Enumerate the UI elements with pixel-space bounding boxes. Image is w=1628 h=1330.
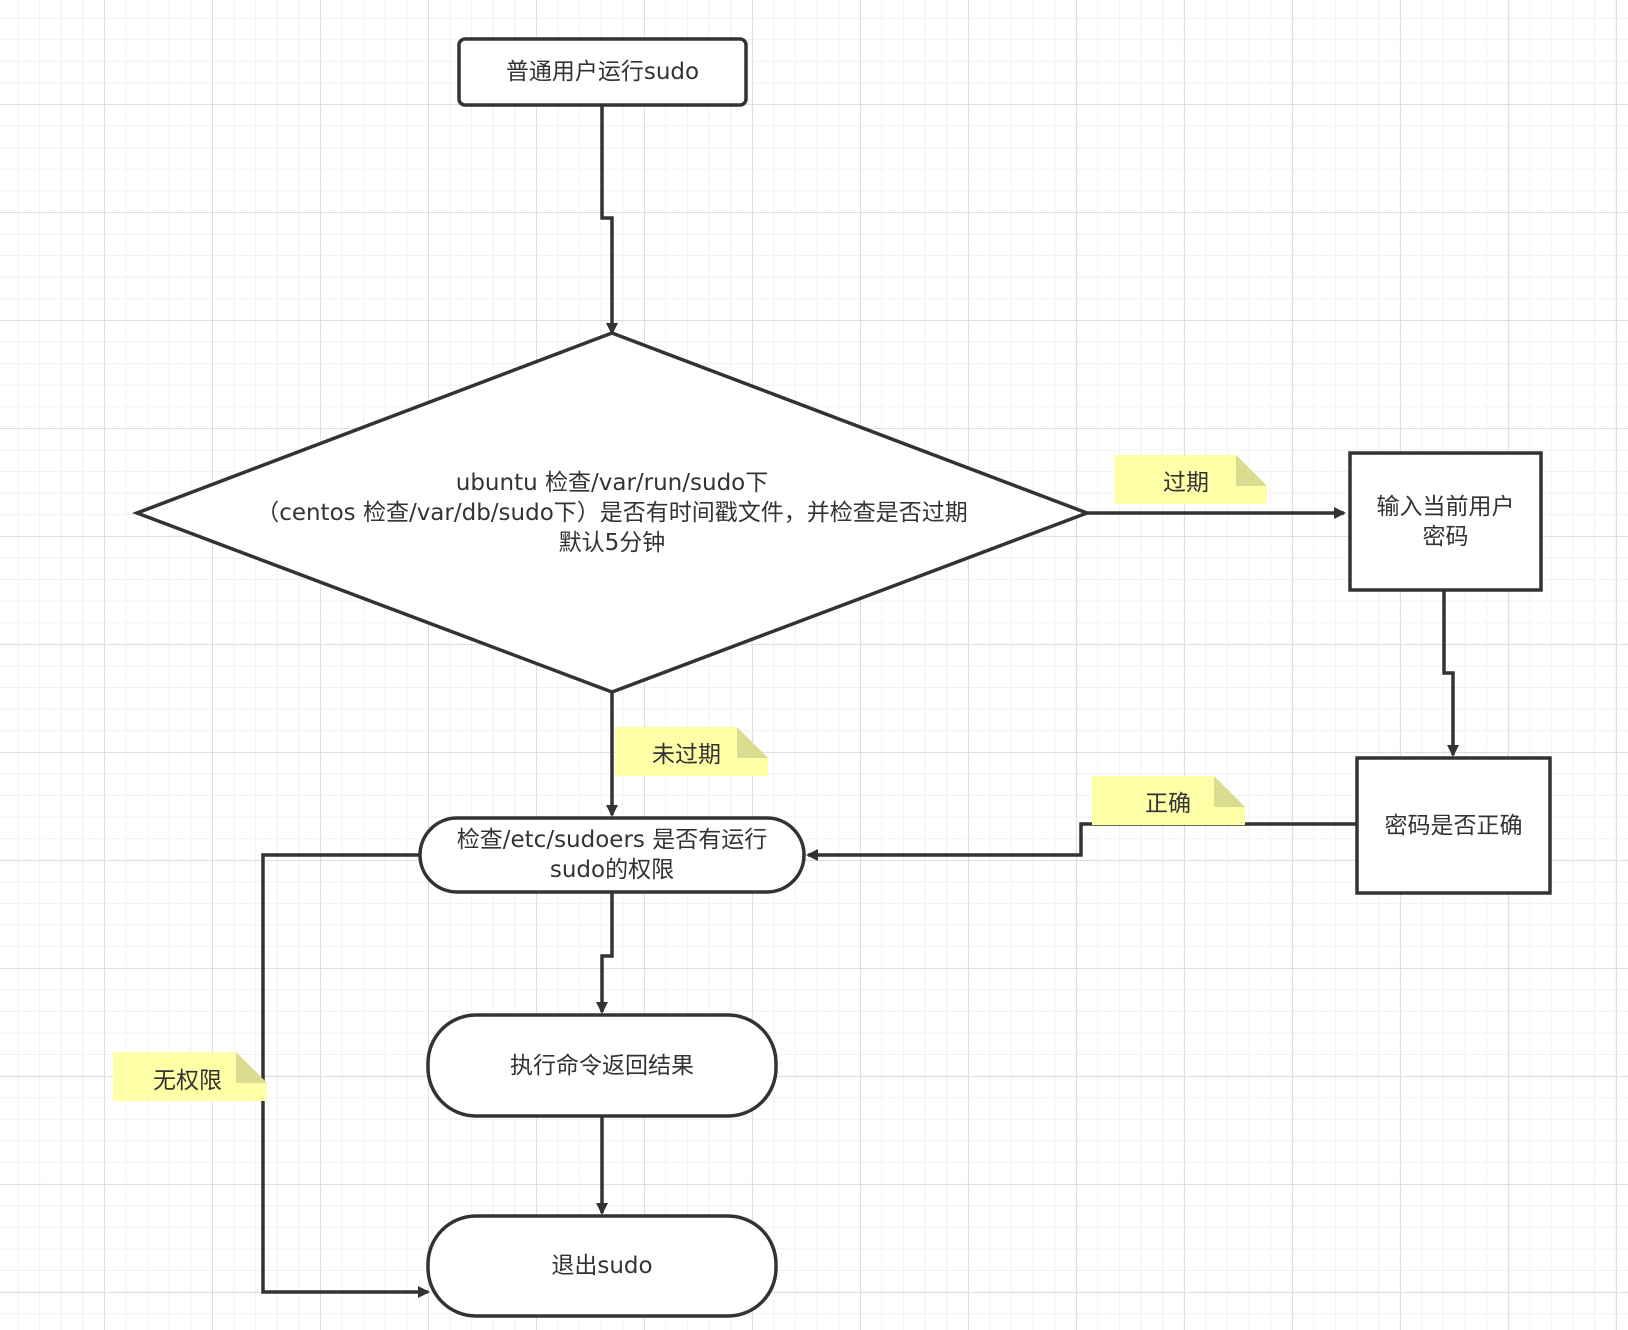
input-password-node[interactable]	[1348, 451, 1543, 592]
check-sudoers-label: 检查/etc/sudoers 是否有运行 sudo的权限	[420, 818, 804, 892]
note-correct-text: 正确	[1145, 791, 1191, 817]
edge-sudoers-to-exit	[261, 853, 430, 1298]
exit-label: 退出sudo	[428, 1216, 776, 1316]
start-node[interactable]	[457, 37, 748, 107]
start-label: 普通用户运行sudo	[459, 39, 746, 105]
note-not-expired-text: 未过期	[652, 742, 721, 768]
password-check-label: 密码是否正确	[1357, 758, 1550, 893]
check-sudoers-node[interactable]	[418, 816, 806, 894]
note-no-permission-text: 无权限	[153, 1068, 222, 1094]
check-sudoers-line1: 检查/etc/sudoers 是否有运行	[456, 827, 768, 853]
input-password-line1: 输入当前用户	[1376, 493, 1515, 520]
note-expired-text: 过期	[1163, 470, 1209, 496]
decision-node[interactable]	[132, 331, 1092, 694]
input-password-line2: 密码	[1422, 523, 1469, 550]
start-text: 普通用户运行sudo	[505, 59, 700, 85]
edge-input-to-check	[1442, 590, 1459, 757]
execute-text: 执行命令返回结果	[510, 1052, 694, 1079]
decision-label: ubuntu 检查/var/run/sudo下 （centos 检查/var/d…	[200, 465, 1024, 561]
password-check-node[interactable]	[1355, 756, 1552, 895]
note-not-expired[interactable]	[615, 727, 768, 776]
edge-start-to-decision	[600, 105, 618, 335]
exit-text: 退出sudo	[551, 1253, 653, 1279]
input-password-label: 输入当前用户 密码	[1350, 453, 1541, 590]
edge-sudoers-to-execute	[596, 892, 614, 1014]
password-check-text: 密码是否正确	[1384, 812, 1523, 839]
decision-text-line3: 默认5分钟	[558, 530, 666, 556]
decision-text-line1: ubuntu 检查/var/run/sudo下	[455, 470, 769, 496]
note-expired[interactable]	[1114, 455, 1267, 504]
check-sudoers-line2: sudo的权限	[549, 857, 675, 883]
exit-node[interactable]	[426, 1214, 778, 1318]
execute-label: 执行命令返回结果	[428, 1015, 776, 1116]
edge-check-to-sudoers	[806, 822, 1357, 861]
note-correct[interactable]	[1092, 776, 1245, 825]
execute-node[interactable]	[426, 1013, 778, 1118]
note-no-permission[interactable]	[113, 1052, 267, 1101]
decision-text-line2: （centos 检查/var/db/sudo下）是否有时间戳文件，并检查是否过期	[256, 500, 968, 526]
